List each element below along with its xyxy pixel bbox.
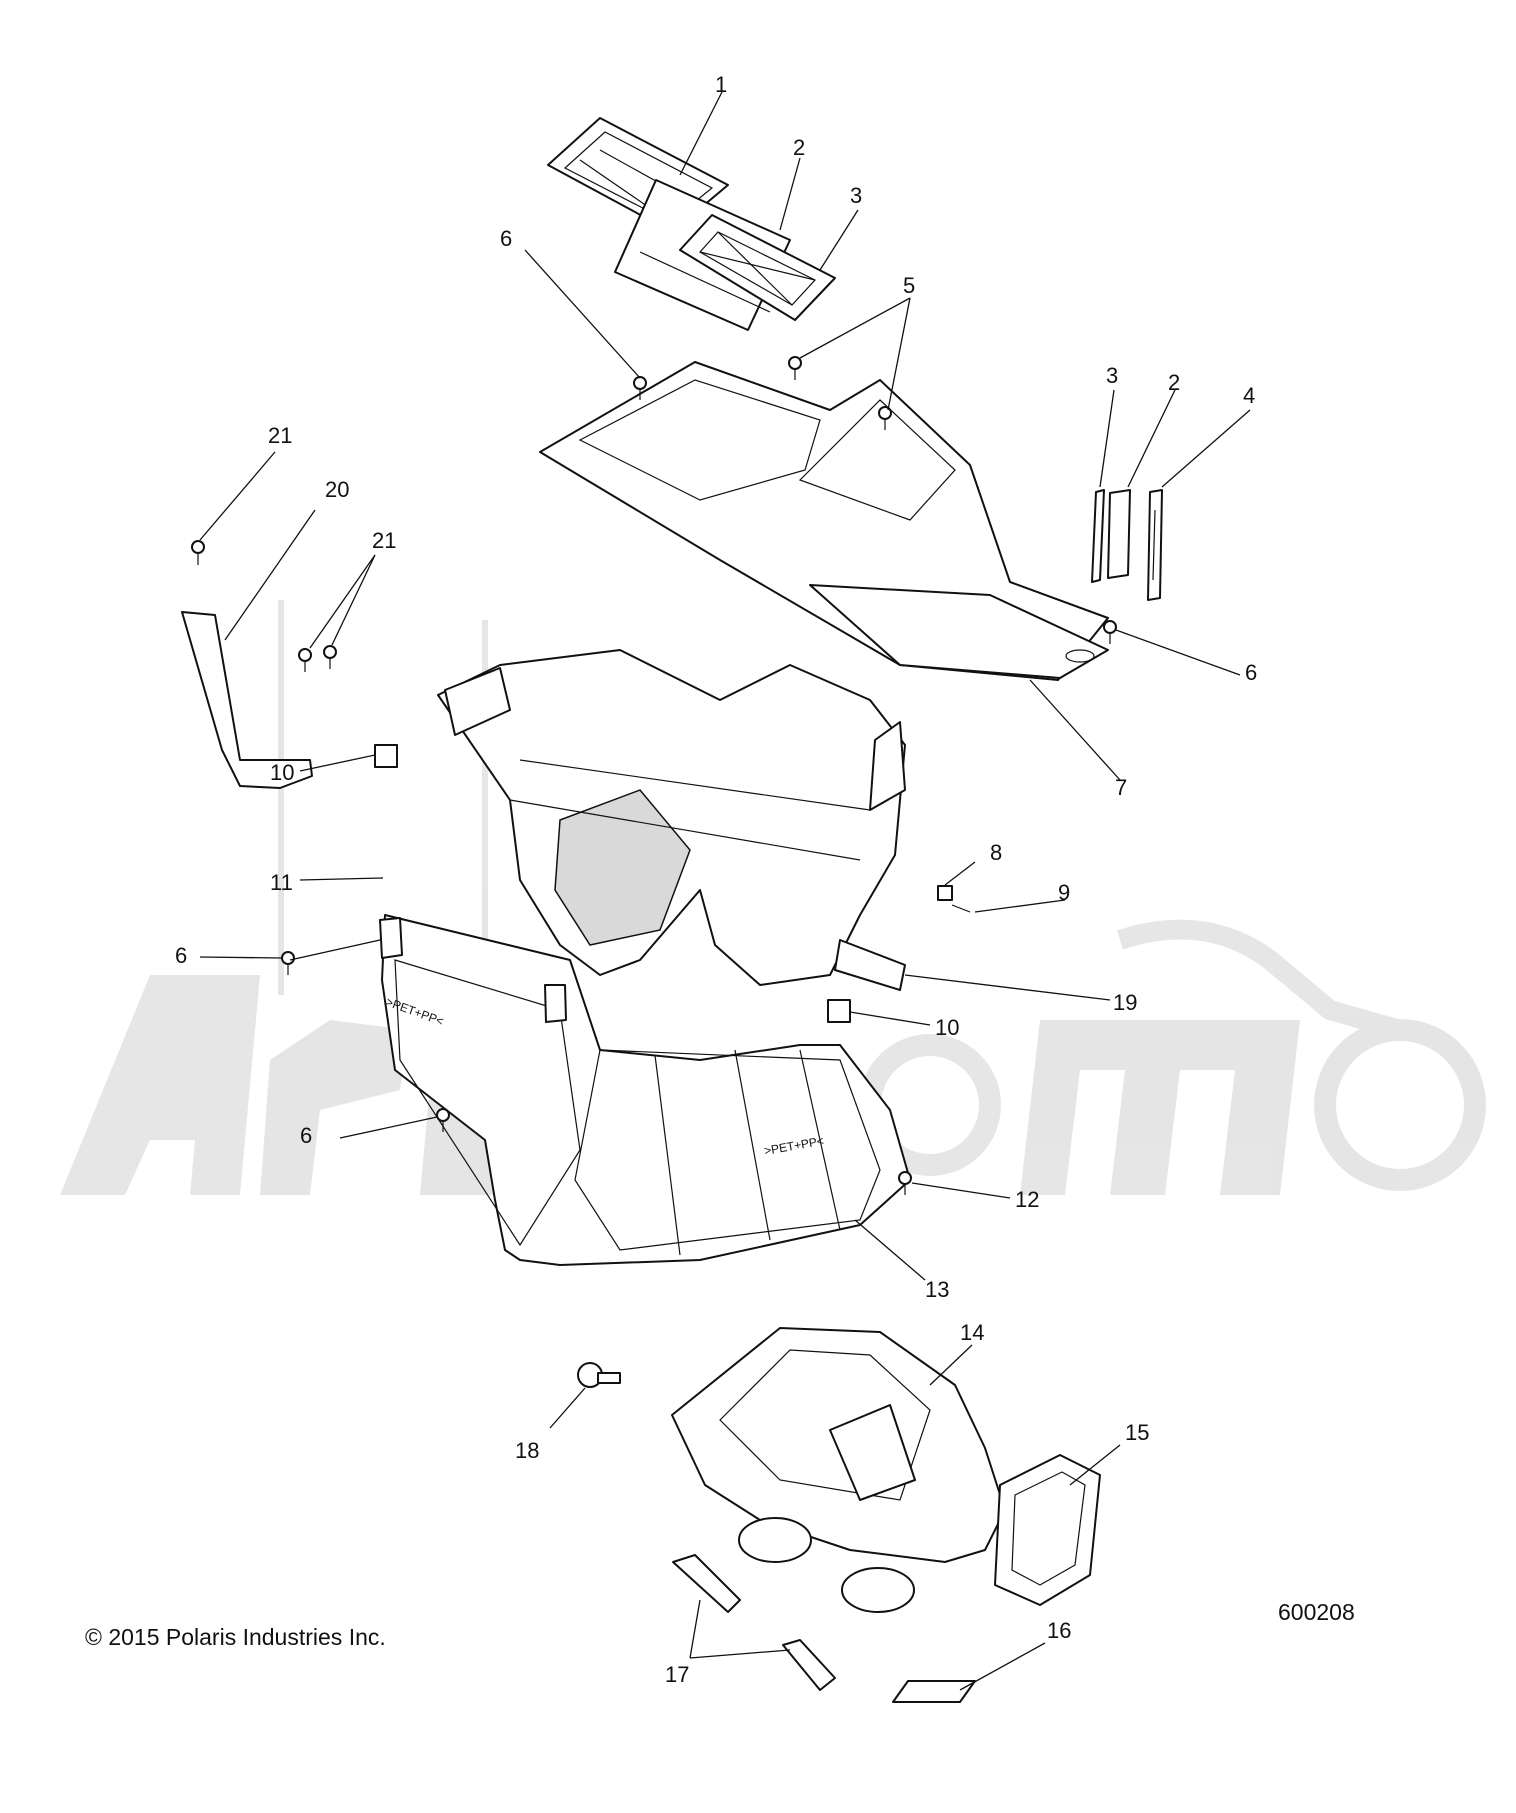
callout-10b: 10 xyxy=(935,1015,959,1040)
callout-11: 11 xyxy=(270,870,293,895)
part-14-lower-airbox xyxy=(671,1327,1006,1613)
callout-19: 19 xyxy=(1113,990,1137,1015)
callout-1: 1 xyxy=(715,72,727,97)
callout-6b: 6 xyxy=(1245,660,1257,685)
part-2-side-filter xyxy=(1107,489,1131,579)
callout-21: 21 xyxy=(268,423,292,448)
part-18-clamp xyxy=(577,1362,621,1388)
callout-21b: 21 xyxy=(372,528,396,553)
callout-9: 9 xyxy=(1058,880,1070,905)
diagram-number: 600208 xyxy=(1278,1599,1355,1625)
callout-12: 12 xyxy=(1015,1187,1039,1212)
callout-14: 14 xyxy=(960,1320,984,1345)
callout-18: 18 xyxy=(515,1438,539,1463)
part-17-clip-b xyxy=(782,1639,836,1691)
callout-3b: 3 xyxy=(1106,363,1118,388)
callout-6c: 6 xyxy=(175,943,187,968)
copyright-text: © 2015 Polaris Industries Inc. xyxy=(85,1624,386,1650)
part-4-side-frame xyxy=(1147,489,1163,601)
callout-7: 7 xyxy=(1115,775,1127,800)
callout-5: 5 xyxy=(903,273,915,298)
callout-8: 8 xyxy=(990,840,1002,865)
part-3-side-frame xyxy=(1091,489,1105,583)
callout-6d: 6 xyxy=(300,1123,312,1148)
part-16-label xyxy=(892,1680,976,1703)
callout-16: 16 xyxy=(1047,1618,1071,1643)
leader-lines xyxy=(199,91,1251,1691)
part-20-bracket xyxy=(181,611,313,789)
callout-3: 3 xyxy=(850,183,862,208)
callout-17: 17 xyxy=(665,1662,689,1687)
callout-2: 2 xyxy=(793,135,805,160)
callout-2b: 2 xyxy=(1168,370,1180,395)
callout-10: 10 xyxy=(270,760,294,785)
callout-labels: 1 2 3 6 5 21 20 3 2 4 6 21 10 7 8 11 9 6… xyxy=(175,72,1257,1687)
callout-20: 20 xyxy=(325,477,349,502)
part-17-clip-a xyxy=(672,1554,741,1613)
part-15-seal xyxy=(994,1454,1101,1606)
callout-13: 13 xyxy=(925,1277,949,1302)
callout-6: 6 xyxy=(500,226,512,251)
callout-15: 15 xyxy=(1125,1420,1149,1445)
callout-4: 4 xyxy=(1243,383,1255,408)
part-19-airbox-base xyxy=(437,649,906,991)
part-13-intake-duct: >PET+PP< >PET+PP< xyxy=(379,914,911,1266)
part-3-filter-frame xyxy=(679,214,836,321)
part-7-airbox-cover xyxy=(539,361,1109,681)
